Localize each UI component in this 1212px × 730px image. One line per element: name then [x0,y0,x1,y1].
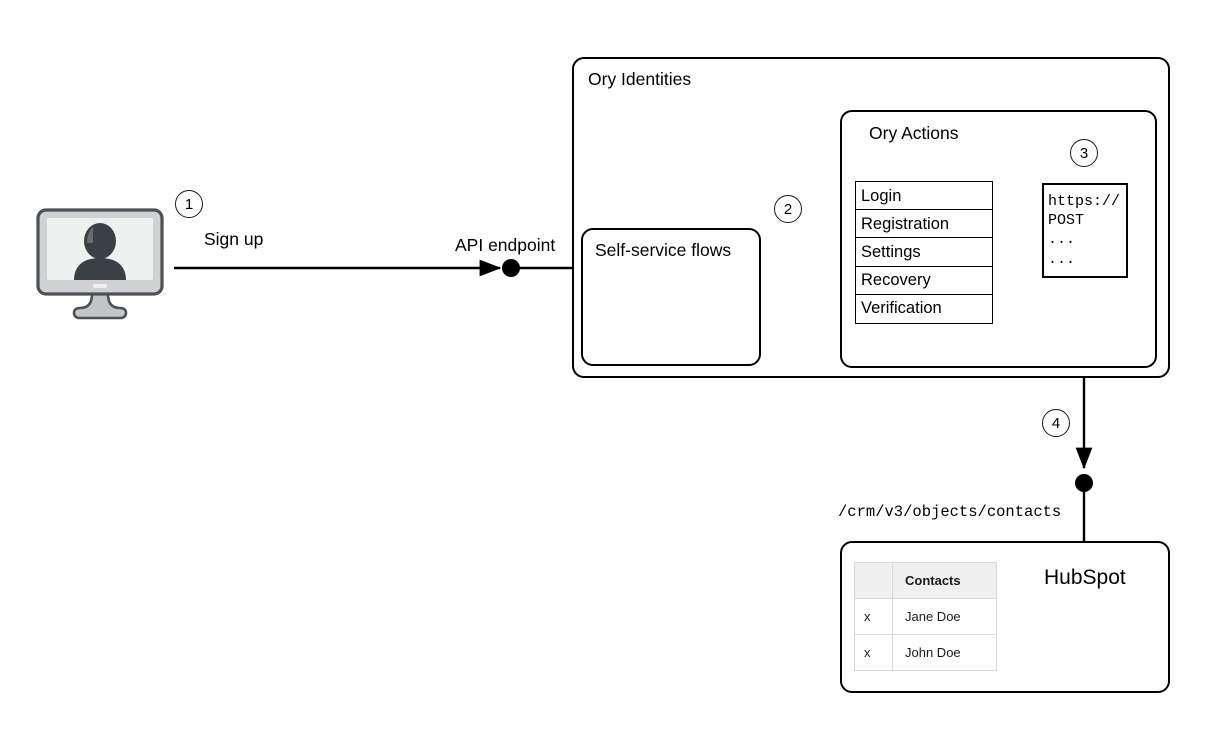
flow-item-recovery[interactable]: Recovery [855,265,993,296]
ory-actions-title: Ory Actions [869,123,959,143]
step-badge-2: 2 [774,195,802,223]
table-cell-mark: x [854,634,893,671]
flow-item-settings[interactable]: Settings [855,237,993,268]
webhook-box [1042,183,1128,278]
step-badge-label: 3 [1079,144,1089,162]
flow-item-label: Settings [861,242,921,261]
table-header-cell-contacts: Contacts [892,562,997,599]
table-cell-mark: x [854,598,893,635]
step-badge-3: 3 [1070,139,1098,167]
api-endpoint-dot [502,259,520,277]
step-badge-label: 4 [1051,414,1061,432]
api-endpoint-label: API endpoint [455,235,556,255]
step-badge-4: 4 [1042,409,1070,437]
table-cell-name: John Doe [892,634,997,671]
hubspot-title: HubSpot [1044,566,1126,589]
step-badge-label: 1 [184,195,194,213]
self-service-flows-title: Self-service flows [595,240,732,260]
flow-item-label: Login [861,186,902,205]
step-badge-label: 2 [783,200,793,218]
flow-item-registration[interactable]: Registration [855,209,993,240]
hubspot-endpoint-dot [1075,474,1093,492]
ory-identities-title: Ory Identities [588,69,692,89]
flow-item-verification[interactable]: Verification [855,293,993,324]
flow-item-label: Verification [861,299,942,318]
step-badge-1: 1 [175,190,203,218]
table-header-cell-blank [854,562,893,599]
flow-item-label: Registration [861,214,950,233]
flow-item-login[interactable]: Login [855,181,993,211]
table-header-row: Contacts [854,562,997,599]
hubspot-endpoint-path: /crm/v3/objects/contacts [838,503,1062,521]
flow-item-label: Recovery [861,271,931,290]
signup-label: Sign up [204,229,264,249]
table-row[interactable]: x Jane Doe [854,598,997,635]
contacts-table: Contacts x Jane Doe x John Doe [854,562,997,671]
self-service-flows-box [581,228,761,366]
table-cell-name: Jane Doe [892,598,997,635]
self-service-flow-list: Login Registration Settings Recovery Ver… [855,181,993,324]
table-row[interactable]: x John Doe [854,634,997,671]
webhook-text: https:// POST ... ... [1048,193,1121,268]
user-monitor-icon [36,208,164,323]
